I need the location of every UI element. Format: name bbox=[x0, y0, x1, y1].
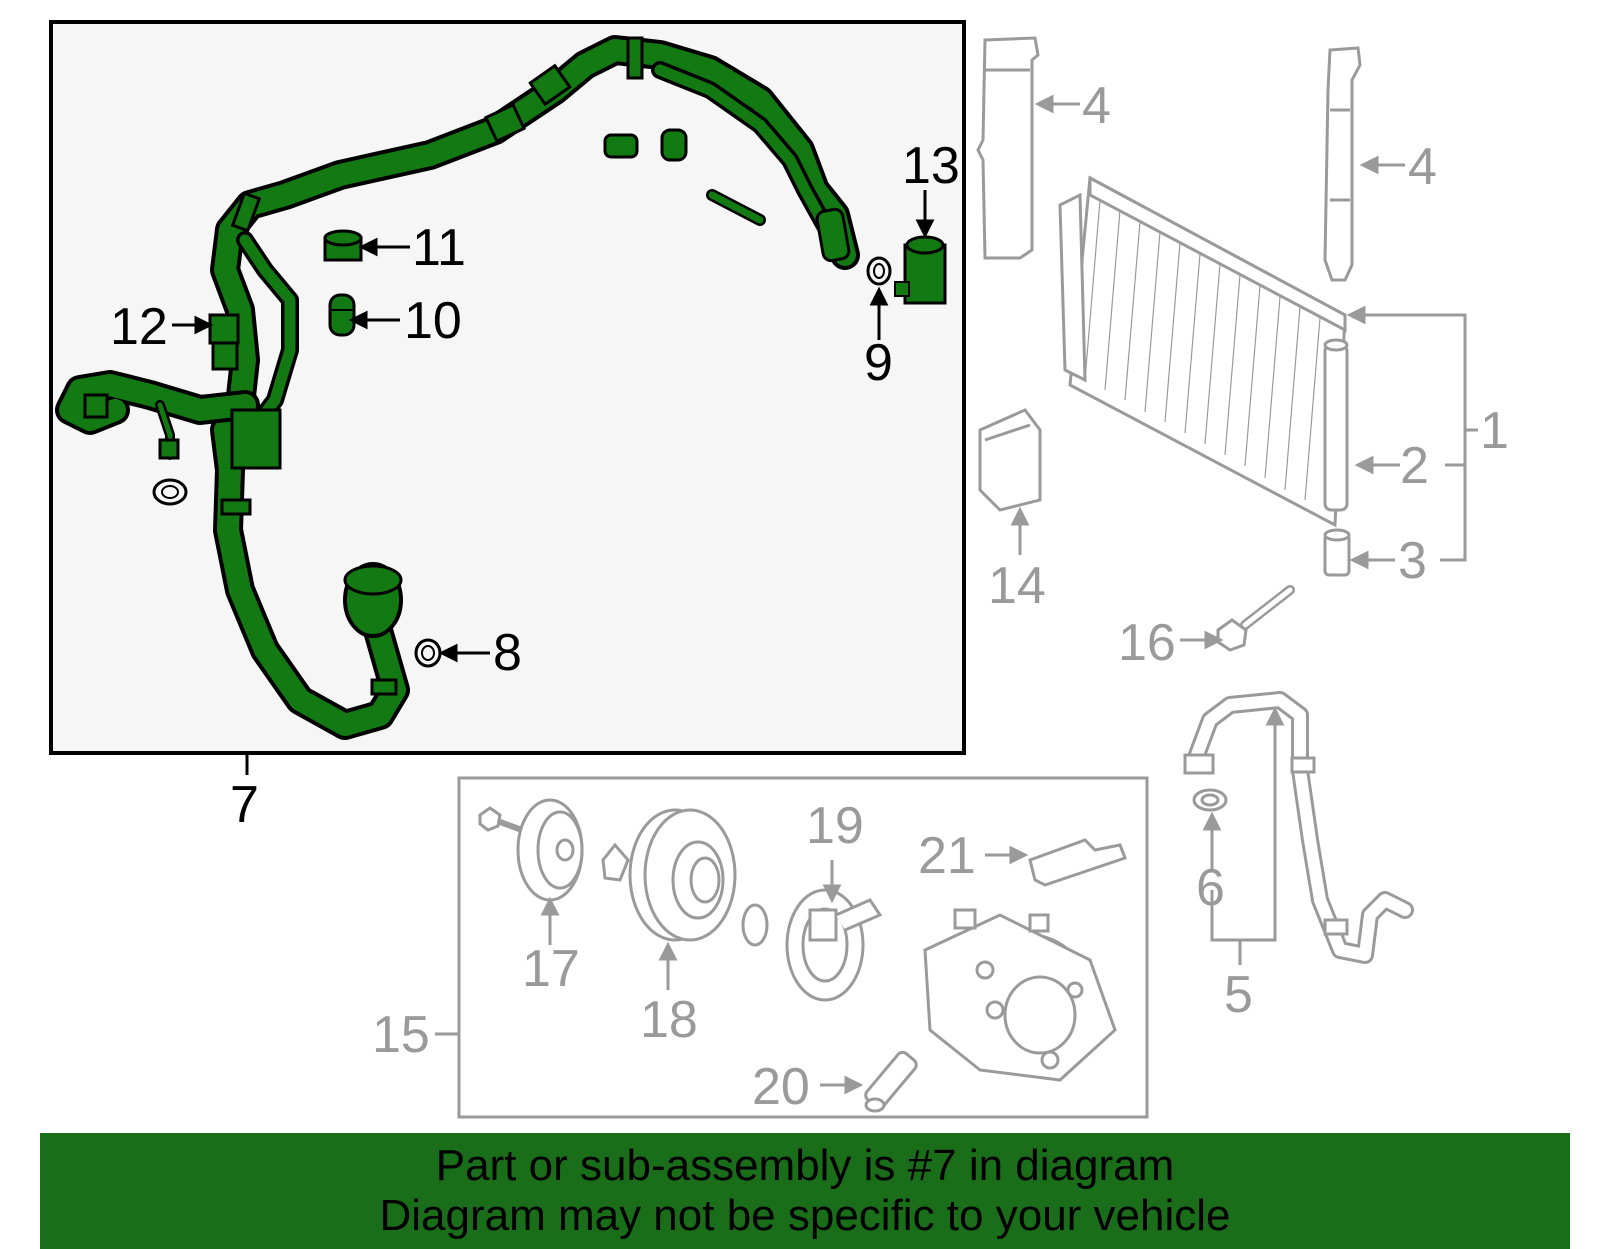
part-14-block[interactable] bbox=[978, 408, 1042, 512]
info-banner: Part or sub-assembly is #7 in diagram Di… bbox=[40, 1133, 1570, 1249]
part-10-valve-core[interactable] bbox=[328, 293, 356, 337]
part-12-pressure-switch[interactable] bbox=[208, 313, 240, 371]
o-ring-left[interactable] bbox=[152, 478, 188, 506]
callout-12: 12 bbox=[110, 298, 168, 356]
part-13-expansion-valve[interactable] bbox=[894, 235, 947, 305]
part-18-pulley[interactable] bbox=[628, 808, 769, 947]
callout-14: 14 bbox=[988, 557, 1046, 615]
part-4-bracket-right[interactable] bbox=[1323, 46, 1362, 282]
callout-15: 15 bbox=[372, 1006, 430, 1064]
callout-5: 5 bbox=[1224, 966, 1253, 1024]
part-20-valve[interactable] bbox=[863, 1050, 918, 1113]
callout-18: 18 bbox=[640, 991, 698, 1049]
callout-10: 10 bbox=[404, 292, 462, 350]
dark-leaders bbox=[172, 190, 935, 663]
misc-fittings[interactable] bbox=[603, 128, 766, 226]
banner-line-1: Part or sub-assembly is #7 in diagram bbox=[435, 1141, 1175, 1190]
part-6-o-ring[interactable] bbox=[1192, 788, 1228, 812]
grey-leaders bbox=[435, 94, 1478, 1095]
banner-line-2: Diagram may not be specific to your vehi… bbox=[379, 1191, 1231, 1240]
callout-4-left: 4 bbox=[1082, 77, 1111, 135]
part-4-bracket-left[interactable] bbox=[976, 36, 1040, 260]
callout-20: 20 bbox=[752, 1058, 810, 1116]
part-16-bolt[interactable] bbox=[1216, 585, 1295, 652]
part-5-pipe[interactable] bbox=[1183, 691, 1414, 964]
part-21-bracket[interactable] bbox=[1028, 838, 1127, 887]
part-11-cap[interactable] bbox=[323, 229, 363, 262]
part-1-condenser[interactable] bbox=[1058, 175, 1347, 528]
callout-21: 21 bbox=[918, 827, 976, 885]
compressor-body[interactable] bbox=[923, 908, 1117, 1082]
callout-9: 9 bbox=[864, 334, 893, 392]
part-19-coil[interactable] bbox=[785, 888, 883, 1002]
part-2-receiver-drier[interactable] bbox=[1323, 338, 1349, 512]
callout-11: 11 bbox=[412, 219, 466, 277]
callout-8: 8 bbox=[493, 624, 522, 682]
callout-7: 7 bbox=[230, 776, 259, 834]
part-3-cap[interactable] bbox=[1323, 528, 1351, 577]
callout-2: 2 bbox=[1400, 437, 1429, 495]
callout-1: 1 bbox=[1480, 402, 1509, 460]
callout-3: 3 bbox=[1398, 532, 1427, 590]
part-9-o-ring[interactable] bbox=[866, 256, 892, 286]
ac-hose-assembly[interactable] bbox=[55, 35, 860, 740]
callout-4-right: 4 bbox=[1408, 138, 1437, 196]
callout-16: 16 bbox=[1118, 614, 1176, 672]
callout-6: 6 bbox=[1196, 859, 1225, 917]
part-17-clutch-plate[interactable] bbox=[478, 798, 630, 902]
callout-13: 13 bbox=[902, 137, 960, 195]
callout-17: 17 bbox=[522, 940, 580, 998]
callout-19: 19 bbox=[806, 797, 864, 855]
